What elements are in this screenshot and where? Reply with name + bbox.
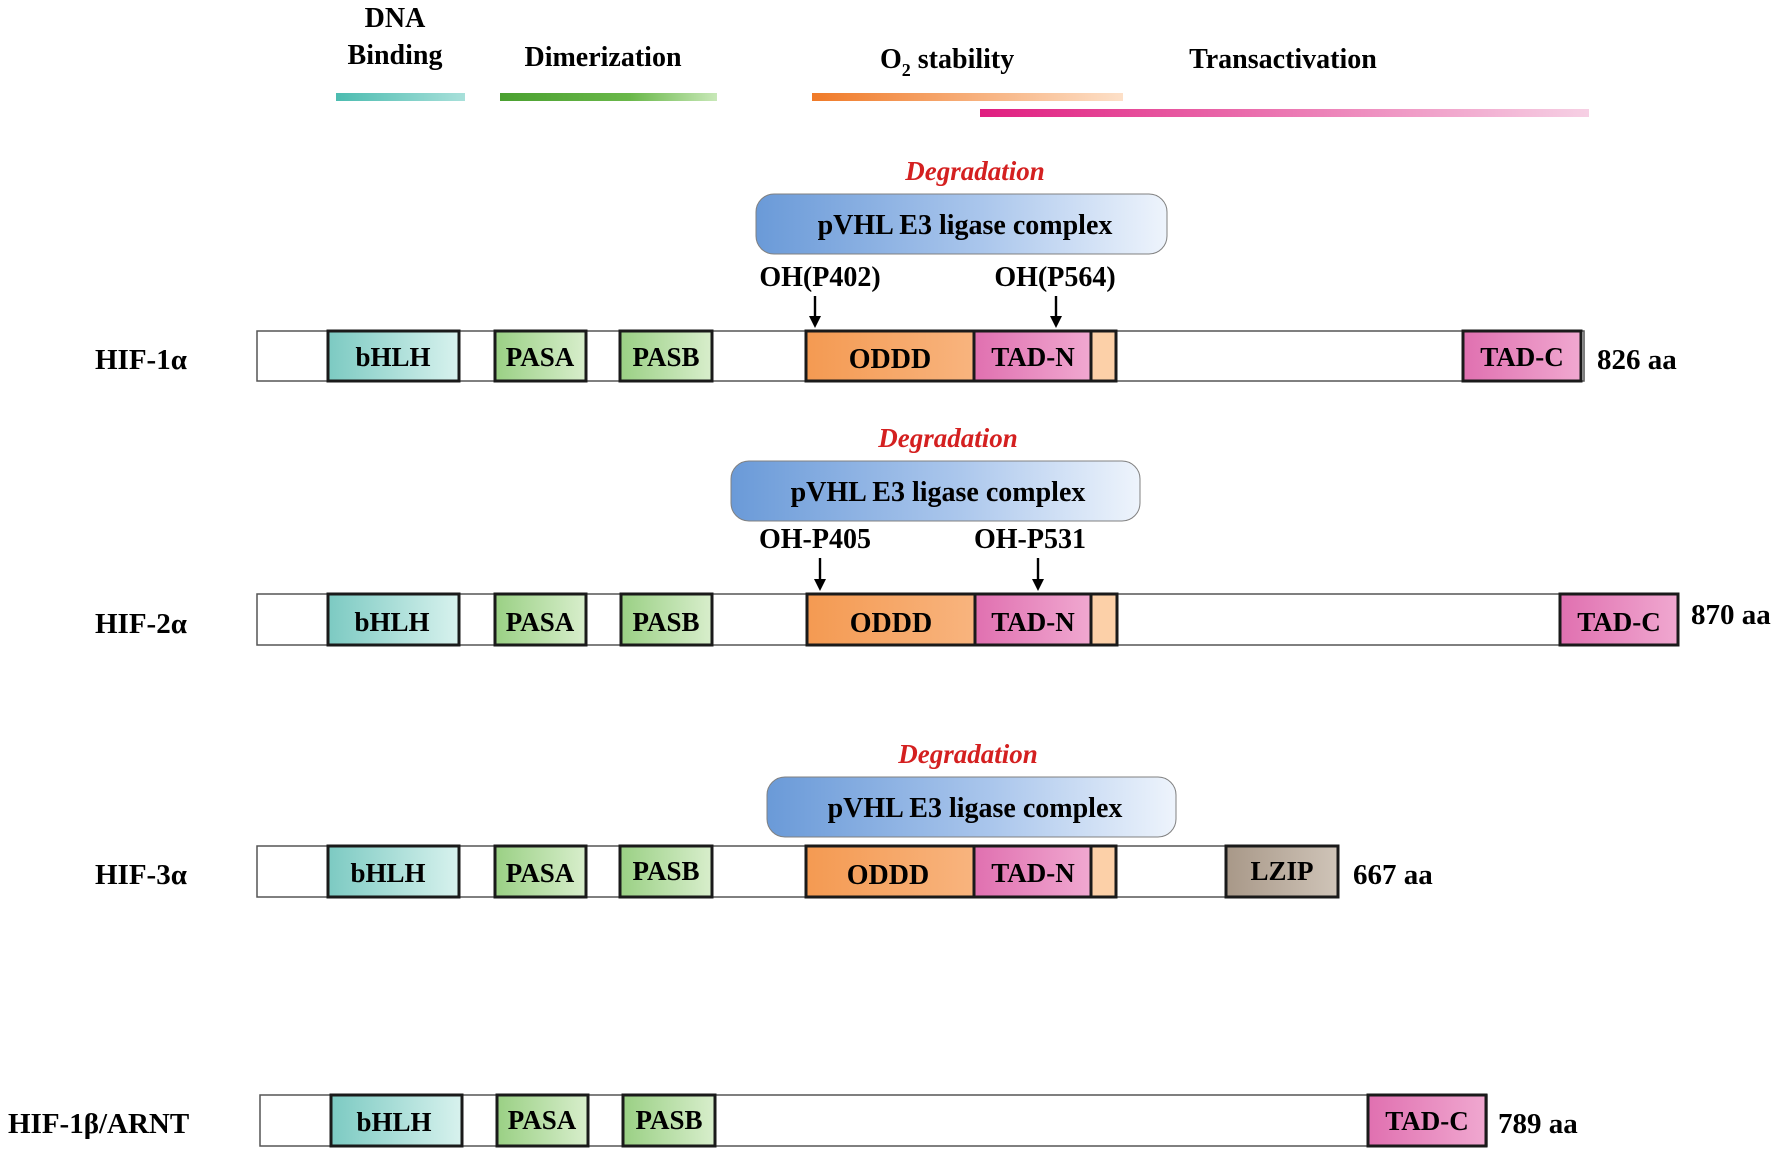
domain-bhlh <box>329 1093 464 1148</box>
domain-oddd-tail <box>1089 592 1119 647</box>
domain-tad-n <box>972 844 1093 899</box>
legend-dimerization-bar <box>500 93 717 101</box>
pvhl-complex-label: pVHL E3 ligase complex <box>828 793 1123 824</box>
hydroxylation-site-2: OH(P564) <box>994 262 1115 293</box>
protein-name: HIF-1α <box>95 344 187 376</box>
protein-length: 789 aa <box>1498 1108 1578 1140</box>
domain-label-tad-n: TAD-N <box>991 858 1075 888</box>
pvhl-complex-label: pVHL E3 ligase complex <box>818 210 1113 241</box>
protein-length: 826 aa <box>1597 344 1677 376</box>
legend-transactivation-bar <box>980 109 1589 117</box>
domain-label-bhlh: bHLH <box>355 342 430 372</box>
domain-oddd <box>804 844 976 899</box>
domain-label-pasa: PASA <box>506 342 575 372</box>
domain-bhlh <box>326 329 461 383</box>
domain-pasb <box>621 1093 717 1148</box>
domain-label-tad-c: TAD-C <box>1385 1106 1469 1136</box>
protein-length: 667 aa <box>1353 859 1433 891</box>
pvhl-complex-box <box>755 193 1168 255</box>
domain-label-tad-c: TAD-C <box>1480 342 1564 372</box>
legend-dna-binding-bar <box>336 93 465 101</box>
legend-o2-stability-label: O2 stability <box>880 44 1014 80</box>
protein-name: HIF-3α <box>95 859 187 891</box>
domain-label-lzip: LZIP <box>1250 856 1313 886</box>
domain-label-pasb: PASB <box>632 607 699 637</box>
legend-o2-stability-bar <box>812 93 1123 101</box>
domain-label-bhlh: bHLH <box>350 858 425 888</box>
arrow-icon <box>809 296 821 328</box>
domain-pasb <box>619 592 714 647</box>
degradation-label: Degradation <box>904 156 1045 186</box>
domain-label-oddd: ODDD <box>847 860 929 891</box>
domain-label-pasa: PASA <box>508 1105 577 1135</box>
domain-label-oddd: ODDD <box>850 608 932 639</box>
arrow-icon <box>1050 296 1062 328</box>
protein-hif-3a: Degradation pVHL E3 ligase complex HIF-3… <box>95 739 1433 899</box>
degradation-label: Degradation <box>877 423 1018 453</box>
domain-pasa <box>493 844 588 899</box>
domain-oddd <box>804 329 976 383</box>
domain-bhlh <box>326 844 461 899</box>
arrow-icon <box>814 558 826 591</box>
domain-oddd-tail <box>1089 329 1118 383</box>
domain-label-oddd: ODDD <box>849 344 931 375</box>
domain-label-bhlh: bHLH <box>354 607 429 637</box>
domain-tad-c <box>1461 329 1583 383</box>
protein-name: HIF-1β/ARNT <box>8 1108 189 1140</box>
legend-transactivation-label: Transactivation <box>1189 44 1377 75</box>
domain-label-pasb: PASB <box>632 856 699 886</box>
legend-dimerization-label: Dimerization <box>524 42 681 73</box>
protein-length: 870 aa <box>1691 599 1771 631</box>
domain-label-tad-n: TAD-N <box>991 342 1075 372</box>
domain-pasb <box>618 844 714 899</box>
domain-pasa <box>493 329 588 383</box>
protein-backbone <box>259 1094 1488 1147</box>
hydroxylation-site-2: OH-P531 <box>974 524 1086 555</box>
domain-label-pasa: PASA <box>506 858 575 888</box>
domain-pasa <box>495 1093 590 1148</box>
hydroxylation-site-1: OH-P405 <box>759 524 871 555</box>
legend-dna-binding-label-1: DNA <box>365 3 426 34</box>
domain-label-tad-c: TAD-C <box>1577 607 1661 637</box>
domain-label-pasa: PASA <box>506 607 575 637</box>
arrow-icon <box>1032 558 1044 591</box>
hydroxylation-site-1: OH(P402) <box>759 262 880 293</box>
pvhl-complex-box <box>766 776 1177 838</box>
degradation-label: Degradation <box>897 739 1038 769</box>
protein-name: HIF-2α <box>95 608 187 640</box>
domain-bhlh <box>326 592 461 647</box>
protein-hif-1a: Degradation pVHL E3 ligase complex OH(P4… <box>95 156 1677 383</box>
domain-label-bhlh: bHLH <box>356 1107 431 1137</box>
pvhl-complex-box <box>730 460 1141 522</box>
domain-tad-c <box>1366 1093 1488 1148</box>
domain-tad-c <box>1558 592 1680 647</box>
domain-oddd-tail <box>1089 844 1118 899</box>
legend-dna-binding-label-2: Binding <box>348 40 443 71</box>
protein-hif-1b-arnt: HIF-1β/ARNT bHLH PASA PASB TAD-C 789 aa <box>8 1093 1578 1148</box>
domain-pasa <box>493 592 588 647</box>
pvhl-complex-label: pVHL E3 ligase complex <box>791 477 1086 508</box>
domain-label-tad-n: TAD-N <box>991 607 1075 637</box>
legend: DNA Binding Dimerization O2 stability Tr… <box>336 3 1589 117</box>
domain-lzip <box>1224 844 1340 899</box>
domain-label-pasb: PASB <box>632 342 699 372</box>
domain-pasb <box>618 329 714 383</box>
domain-label-pasb: PASB <box>635 1105 702 1135</box>
protein-hif-2a: Degradation pVHL E3 ligase complex OH-P4… <box>95 423 1771 647</box>
